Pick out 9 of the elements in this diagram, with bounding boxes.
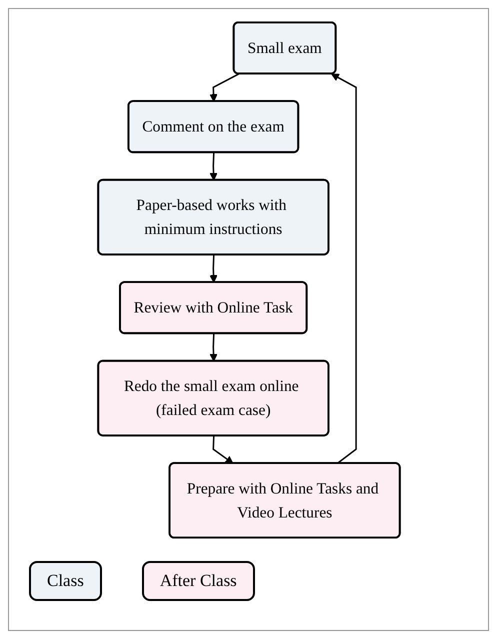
legend-swatch: Class (29, 561, 102, 601)
arrow (209, 73, 240, 102)
arrow (209, 152, 218, 181)
arrow (209, 254, 218, 283)
arrow (331, 74, 357, 464)
arrow (212, 436, 234, 464)
flowchart: Small exam Comment on the exam Paper-based works with minimum instructions Review with Online Task Redo the small exam online (failed exam case) Prepare with Online Tasks and Video Lectures (19, 15, 479, 545)
arrow (209, 334, 218, 362)
legend-swatch: After Class (142, 561, 255, 601)
